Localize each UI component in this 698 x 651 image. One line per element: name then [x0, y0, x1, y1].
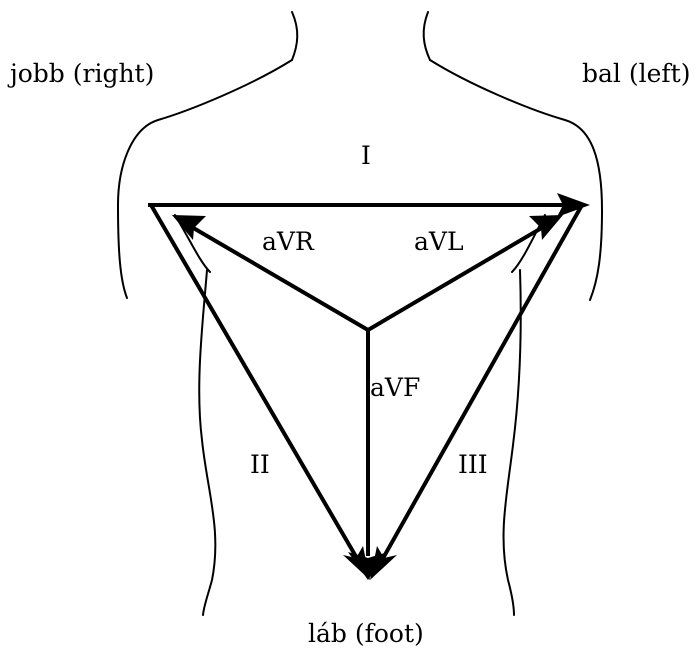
aVR-arrowhead: [172, 215, 206, 240]
left-shoulder-outline: [118, 60, 292, 298]
lead-III-label: III: [458, 450, 488, 479]
neck-right: [424, 12, 430, 60]
left-side-label: bal (left): [582, 59, 690, 88]
lead-I-label: I: [361, 141, 371, 170]
right-shoulder-outline: [430, 60, 602, 300]
right-side-label: jobb (right): [7, 59, 154, 88]
aVL-label: aVL: [414, 227, 464, 256]
aVF-label: aVF: [370, 373, 420, 402]
lead-II-label: II: [250, 450, 270, 479]
neck-left: [292, 12, 297, 60]
torso-outline: [118, 12, 602, 615]
foot-label: láb (foot): [308, 619, 424, 648]
right-flank-outline: [199, 270, 215, 615]
aVR-label: aVR: [262, 227, 315, 256]
lead-II-line: [151, 205, 358, 560]
